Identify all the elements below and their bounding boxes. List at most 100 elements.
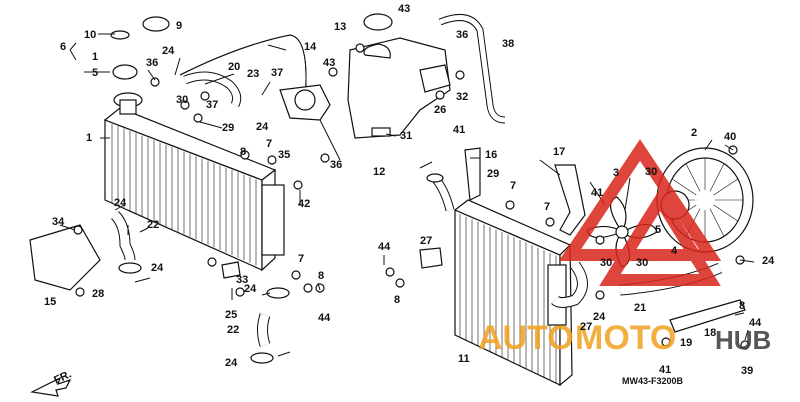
callout-l7a: 7 — [266, 138, 272, 150]
callout-l22b: 22 — [227, 324, 239, 336]
fastener-3 — [193, 113, 203, 123]
fastener-2 — [200, 91, 210, 101]
callout-l5: 5 — [92, 67, 98, 79]
fastener-26 — [73, 225, 83, 235]
callout-l10: 10 — [84, 29, 96, 41]
fastener-5 — [267, 155, 277, 165]
callout-l22a: 22 — [147, 219, 159, 231]
callout-l24c: 24 — [114, 197, 127, 209]
watermark-word-2: MOTO — [575, 319, 676, 357]
fastener-27 — [75, 287, 85, 297]
watermark-word-1: AUTO — [478, 319, 574, 357]
callout-l2: 2 — [691, 127, 697, 139]
callout-l27a: 27 — [420, 235, 432, 247]
fastener-25 — [395, 278, 405, 288]
callout-l31: 31 — [400, 130, 412, 142]
callout-l37a: 37 — [271, 67, 283, 79]
callout-l36a: 36 — [146, 57, 158, 69]
callout-l8c: 8 — [394, 294, 400, 306]
callout-l38: 38 — [502, 38, 514, 50]
callout-l23: 23 — [247, 68, 259, 80]
callout-l40: 40 — [724, 131, 736, 143]
fastener-18 — [595, 235, 605, 245]
callout-l44a: 44 — [378, 241, 391, 253]
front-label: FR. — [52, 368, 73, 386]
callout-l30b: 30 — [645, 166, 657, 178]
fastener-22 — [740, 340, 750, 350]
fastener-16 — [505, 200, 515, 210]
fastener-4 — [240, 150, 250, 160]
callout-l1a: 1 — [92, 51, 98, 63]
left-radiator — [103, 64, 285, 272]
callout-l33: 33 — [236, 274, 248, 286]
fastener-14 — [455, 70, 465, 80]
fastener-23 — [661, 337, 671, 347]
callout-l34: 34 — [52, 216, 65, 228]
callout-l30d: 30 — [636, 257, 648, 269]
callout-l26: 26 — [434, 104, 446, 116]
fastener-0 — [150, 77, 160, 87]
callout-l44b: 44 — [318, 312, 331, 324]
callout-l24f: 24 — [151, 262, 164, 274]
callout-l1b: 1 — [86, 132, 92, 144]
callout-l36c: 36 — [330, 159, 342, 171]
callout-l14: 14 — [304, 41, 317, 53]
callout-l8a: 8 — [240, 146, 246, 158]
callout-l3: 3 — [613, 167, 619, 179]
callout-l24a: 24 — [162, 45, 175, 57]
callout-l18: 18 — [704, 327, 716, 339]
fastener-24 — [385, 267, 395, 277]
fastener-12 — [328, 67, 338, 77]
fastener-17 — [545, 217, 555, 227]
radiator-shroud-15 — [29, 224, 101, 291]
callout-l29a: 29 — [222, 122, 234, 134]
callout-l5b: 5 — [655, 224, 661, 236]
callout-l27b: 27 — [580, 321, 592, 333]
callout-l28: 28 — [92, 288, 104, 300]
watermark-word-3: HUB — [715, 325, 771, 355]
fastener-19 — [595, 290, 605, 300]
callout-l35: 35 — [278, 149, 290, 161]
callout-l24e: 24 — [244, 283, 257, 295]
callout-l6: 6 — [60, 41, 66, 53]
callout-l41b: 41 — [591, 187, 603, 199]
fastener-10 — [235, 287, 245, 297]
thermostat-housing — [279, 84, 331, 121]
callout-l24d: 24 — [762, 255, 775, 267]
callout-l7d: 7 — [298, 253, 304, 265]
callout-l8d: 8 — [739, 300, 745, 312]
fastener-13 — [355, 43, 365, 53]
callout-l36b: 36 — [456, 29, 468, 41]
callout-l16: 16 — [485, 149, 497, 161]
callout-l9: 9 — [176, 20, 182, 32]
watermark-logo: AUTO MOTO HUB — [478, 139, 771, 357]
callout-l7b: 7 — [510, 180, 516, 192]
callout-l17: 17 — [553, 146, 565, 158]
fastener-8 — [303, 283, 313, 293]
callout-l4: 4 — [671, 245, 678, 257]
callout-l11: 11 — [458, 353, 470, 365]
coolant-reservoir — [347, 13, 451, 139]
callout-l43b: 43 — [323, 57, 335, 69]
fastener-15 — [435, 90, 445, 100]
callout-l15: 15 — [44, 296, 56, 308]
callout-l19: 19 — [680, 337, 692, 349]
fastener-9 — [315, 283, 325, 293]
callout-l21: 21 — [634, 302, 646, 314]
front-arrow-icon — [30, 376, 72, 397]
callout-l8b: 8 — [318, 270, 324, 282]
callout-l24h: 24 — [225, 357, 238, 369]
callout-l24b: 24 — [256, 121, 269, 133]
callout-l44c: 44 — [749, 317, 762, 329]
callout-l12: 12 — [373, 166, 385, 178]
diagram-code: MW43-F3200B — [622, 376, 684, 386]
callout-l39: 39 — [741, 365, 753, 377]
callout-l30c: 30 — [600, 257, 612, 269]
callout-l30a: 30 — [176, 94, 188, 106]
right-radiator — [453, 199, 573, 387]
fastener-28 — [320, 153, 330, 163]
callout-l32: 32 — [456, 91, 468, 103]
